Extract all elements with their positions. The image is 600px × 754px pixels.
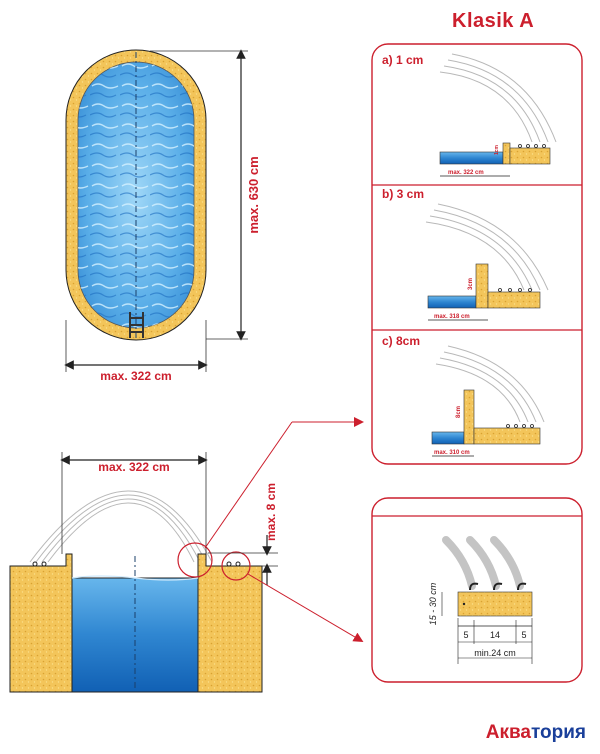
cs-width-dimension (60, 452, 208, 554)
cs-height-dimension (208, 535, 278, 585)
brand-part1: Аква (485, 722, 531, 743)
base-total-label: min.24 cm (474, 648, 516, 658)
detail-b-width: max. 318 cm (434, 314, 470, 320)
page-title: Klasik A (452, 10, 535, 32)
base-detail-drawing (441, 536, 533, 664)
cross-section (9, 490, 263, 693)
detail-a-drawing (439, 53, 557, 177)
detail-a-label: a) 1 cm (382, 53, 423, 67)
connector-line-details (204, 421, 293, 549)
width-label: max. 322 cm (100, 369, 171, 383)
length-dimension (150, 49, 248, 341)
base-seg-mid: 14 (490, 630, 500, 640)
cs-width-label: max. 322 cm (98, 460, 169, 474)
detail-a-step: 1cm (494, 144, 500, 155)
brand-part2: тория (530, 722, 586, 743)
detail-c-step: 8cm (456, 406, 462, 418)
connector-arrow-base (247, 573, 364, 643)
base-detail-panel (371, 497, 583, 683)
detail-c-drawing (431, 345, 545, 457)
width-dimension (64, 320, 208, 372)
detail-b-drawing (425, 203, 549, 321)
detail-c-label: c) 8cm (382, 334, 420, 348)
ladder-icon (129, 312, 144, 338)
base-seg-right: 5 (521, 630, 526, 640)
cs-height-label: max. 8 cm (264, 483, 278, 541)
brand-logo: Акватория (486, 722, 586, 744)
base-seg-left: 5 (463, 630, 468, 640)
top-view-pool (65, 49, 207, 341)
details-panel (371, 43, 583, 465)
detail-b-label: b) 3 cm (382, 187, 424, 201)
detail-a-width: max. 322 cm (448, 170, 484, 176)
base-height-label: 15 - 30 cm (428, 582, 438, 625)
detail-b-step: 3cm (468, 278, 474, 290)
detail-c-width: max. 310 cm (434, 450, 470, 456)
length-label: max. 630 cm (246, 156, 261, 233)
